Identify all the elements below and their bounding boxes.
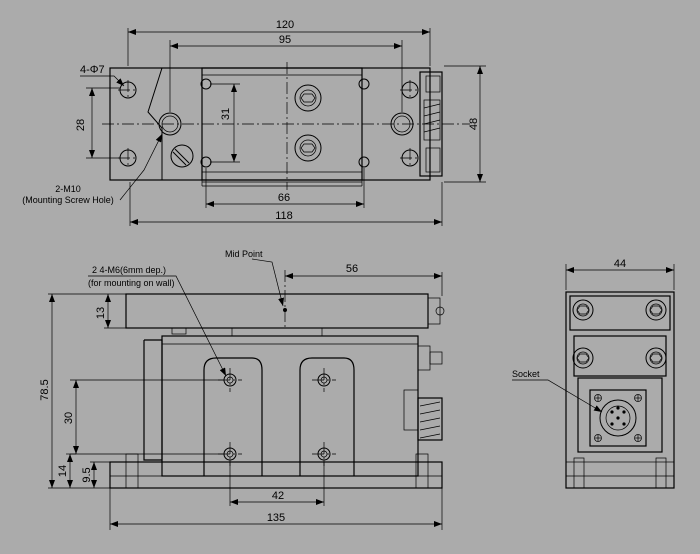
dim-135: 135: [267, 512, 285, 524]
front-top-plate: [125, 293, 429, 329]
dim-42: 42: [272, 490, 284, 502]
top-socket-screw-2: [294, 134, 322, 162]
front-rib-left: [203, 357, 263, 476]
label-mounting-screw-hole: (Mounting Screw Hole): [22, 195, 114, 205]
top-view: 120 95 4-Φ7 28 31 48 66 118: [22, 19, 486, 226]
front-middle-body: [161, 335, 419, 477]
side-socket-flange: [589, 389, 647, 447]
dim-78-5: 78.5: [39, 379, 51, 400]
dim-120: 120: [276, 19, 294, 31]
front-adjust-knob: [417, 397, 443, 441]
front-rib-right: [299, 357, 355, 476]
dim-28: 28: [75, 119, 87, 131]
front-view: Mid Point 56 2 4-M6(6mm dep.) (for mount…: [39, 249, 445, 530]
top-socket-screw-1: [294, 84, 322, 112]
side-screw-3: [572, 347, 594, 369]
top-small-hole-3: [358, 78, 370, 90]
dim-9-5: 9.5: [81, 467, 93, 482]
dim-56: 56: [346, 263, 358, 275]
dim-44: 44: [614, 258, 626, 270]
dim-31: 31: [220, 108, 232, 120]
dim-66: 66: [278, 192, 290, 204]
side-screw-4: [645, 347, 667, 369]
top-small-hole-4: [358, 156, 370, 168]
front-base: [109, 461, 443, 489]
dim-14: 14: [57, 465, 69, 477]
dim-95: 95: [279, 34, 291, 46]
dim-13: 13: [95, 307, 107, 319]
label-socket: Socket: [512, 369, 540, 379]
side-screw-1: [572, 299, 594, 321]
dim-30: 30: [63, 412, 75, 424]
side-socket: [599, 399, 637, 437]
label-2-m10: 2-M10: [55, 184, 81, 194]
dim-4-phi7: 4-Φ7: [80, 64, 105, 76]
dim-48: 48: [468, 118, 480, 130]
dim-118: 118: [275, 210, 293, 222]
label-mid-point: Mid Point: [225, 249, 263, 259]
label-4-m6: 2 4-M6(6mm dep.): [92, 265, 166, 275]
side-screw-2: [645, 299, 667, 321]
label-for-mounting-on-wall: (for mounting on wall): [88, 278, 175, 288]
side-view: Socket 44: [512, 258, 675, 489]
top-adjust-screw: [170, 144, 194, 168]
